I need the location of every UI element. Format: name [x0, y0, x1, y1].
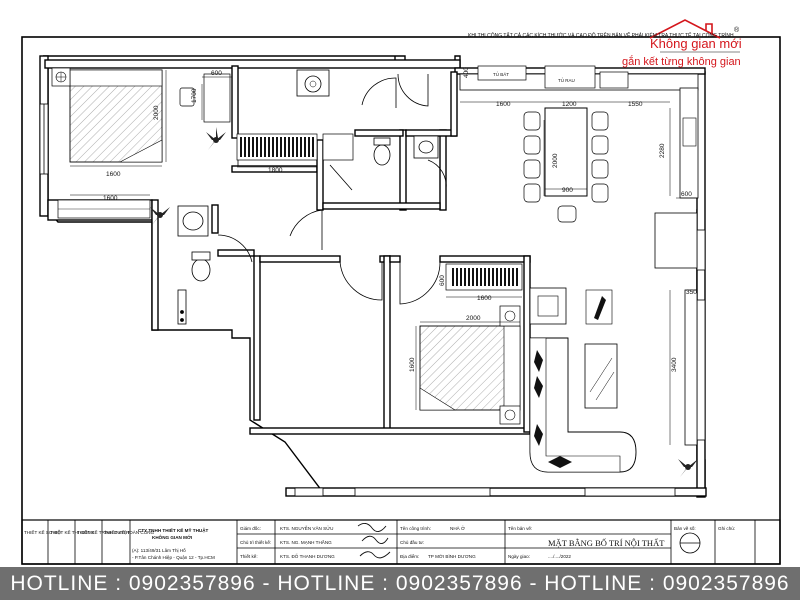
svg-text:600: 600: [211, 70, 222, 77]
armchair: [529, 287, 567, 325]
svg-text:3400: 3400: [671, 357, 678, 372]
living-room: [529, 287, 698, 473]
director-name: KTS. NGUYỄN VĂN SỬU: [280, 525, 333, 531]
company-line-2: KHÔNG GIAN MỚI: [152, 533, 192, 540]
bed-2: [419, 325, 521, 411]
svg-text:900: 900: [562, 187, 573, 194]
location-value: TP MỚI BÌNH DƯƠNG: [428, 553, 476, 559]
address-line-1: (A): 113/49/31 Lâm Thị Hố: [132, 548, 186, 553]
laundry-area: [236, 69, 354, 161]
nightstand-3: [499, 405, 521, 425]
tv-console: [684, 289, 698, 446]
sheet-label: Bản vẽ số:: [674, 526, 696, 531]
dimension-lines: [70, 70, 698, 445]
notes-label: Ghi chú:: [718, 526, 735, 531]
role-2: THIẾT KẾ THI CÔNG: [50, 529, 95, 535]
svg-text:1700: 1700: [191, 88, 198, 103]
brand-name: Không gian mới: [650, 36, 742, 51]
svg-text:1550: 1550: [628, 101, 643, 108]
svg-text:1600: 1600: [106, 171, 121, 178]
svg-text:1200: 1200: [562, 101, 577, 108]
owner-label: Chủ đầu tư:: [400, 539, 424, 545]
svg-text:2000: 2000: [466, 315, 481, 322]
nightstand-2: [499, 305, 521, 327]
windows: [39, 103, 706, 497]
desk-1: [203, 73, 231, 123]
brand-slogan: gắn kết từng không gian: [622, 56, 741, 68]
label-to-bat: TỦ BÁT: [493, 71, 509, 77]
dimension-labels: 600 1700 2000 1600 1600 1800 400 1600 12…: [103, 67, 697, 372]
lead-name: KTS. NG. MẠNH THẮNG: [280, 538, 332, 545]
door-swings: [217, 73, 447, 305]
director-label: Giám đốc:: [240, 526, 261, 531]
construction-note: KHI THI CÔNG TẤT CẢ CÁC KÍCH THƯỚC VÀ CA…: [468, 33, 734, 39]
svg-text:2000: 2000: [552, 153, 559, 168]
svg-text:1600: 1600: [409, 357, 416, 372]
project-label: Tên công trình:: [400, 526, 431, 531]
svg-text:1800: 1800: [268, 167, 283, 174]
title-block: [21, 519, 781, 565]
toilet-icon: [373, 144, 391, 166]
plant-icon: [206, 127, 226, 150]
svg-text:400: 400: [463, 67, 470, 78]
lead-label: Chủ trì thiết kế:: [240, 539, 271, 545]
svg-text:600: 600: [439, 275, 446, 286]
svg-text:2000: 2000: [153, 105, 160, 120]
svg-text:1600: 1600: [496, 101, 511, 108]
drawing-label: Tên bản vẽ:: [508, 526, 532, 531]
drawing-title: MẶT BẰNG BỐ TRÍ NỘI THẤT: [548, 538, 665, 548]
kitchen: [459, 65, 699, 269]
project-value: NHÀ Ở: [450, 525, 465, 531]
plant-icon: [678, 459, 698, 477]
coffee-table: [584, 343, 618, 409]
signature-marks: [357, 523, 391, 559]
svg-text:2280: 2280: [659, 143, 666, 158]
svg-text:1600: 1600: [103, 195, 118, 202]
toilet-icon: [191, 258, 211, 282]
bedroom-2: [419, 263, 523, 425]
bedroom-1: [51, 67, 231, 219]
role-4: THIẾT KẾ HOÀN CÔNG: [104, 529, 155, 535]
designer-label: Thiết kế:: [240, 554, 258, 559]
wc-units: [177, 135, 439, 325]
designer-name: KTS. ĐỖ THANH DƯƠNG: [280, 553, 335, 559]
registered-mark: ®: [734, 26, 740, 34]
fridge: [654, 212, 698, 269]
dining-table: [544, 107, 588, 197]
role-3: THIẾT KẾ TRÌNH DUYỆT: [77, 528, 130, 535]
brand-logo: [649, 19, 740, 53]
hotline-banner: HOTLINE : 0902357896 - HOTLINE : 0902357…: [0, 567, 800, 600]
svg-text:600: 600: [681, 191, 692, 198]
address-line-2: - P.Tân Chánh Hiệp - Quận 12 - Tp.HCM: [132, 555, 215, 560]
date-label: Ngày giao:: [508, 554, 530, 559]
role-1: THIẾT KẾ SƠ BỘ: [24, 529, 61, 535]
date-value: ..../..../2022: [548, 554, 571, 559]
svg-text:1600: 1600: [477, 295, 492, 302]
kitchen-sink: [682, 117, 697, 147]
plant-icon: [150, 207, 170, 225]
label-tu-rau: TỦ RAU: [558, 77, 575, 83]
svg-text:350: 350: [686, 289, 697, 296]
location-label: Địa điểm:: [400, 553, 419, 559]
company-line-1: CTY TNHH THIẾT KẾ MỸ THUẬT: [138, 527, 209, 533]
